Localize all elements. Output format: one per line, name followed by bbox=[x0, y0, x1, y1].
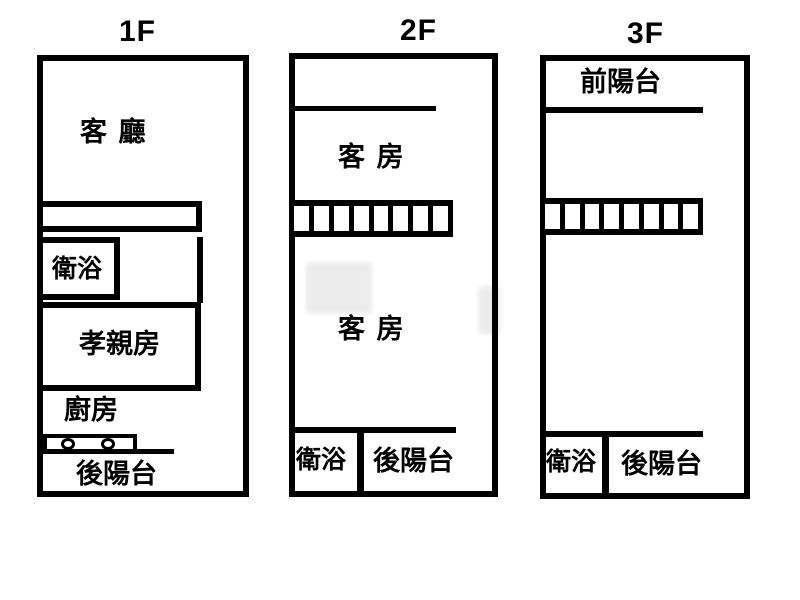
stair-step bbox=[433, 206, 448, 231]
floor-outline-2f bbox=[289, 53, 498, 497]
label-guest-room-back: 客 房 bbox=[338, 314, 406, 344]
stair-step bbox=[663, 204, 679, 229]
label-guest-room-front: 客 房 bbox=[338, 142, 406, 172]
label-living-room: 客 廳 bbox=[80, 117, 148, 147]
bathroom-box-1f bbox=[37, 237, 120, 300]
partition-2f-bottom bbox=[289, 427, 456, 433]
balcony-divider-1f bbox=[43, 449, 174, 454]
label-bathroom-2f: 衛浴 bbox=[296, 446, 347, 474]
stair-step bbox=[353, 206, 369, 231]
watermark-smudge bbox=[306, 262, 372, 314]
stair-step bbox=[545, 204, 560, 229]
stair-step bbox=[683, 204, 698, 229]
label-back-balcony-2f: 後陽台 bbox=[373, 446, 454, 476]
stair-step bbox=[624, 204, 639, 229]
stair-step bbox=[373, 206, 389, 231]
stair-step bbox=[604, 204, 619, 229]
label-front-balcony: 前陽台 bbox=[580, 67, 661, 97]
partition-2f-top bbox=[289, 106, 436, 111]
staircase-3f bbox=[540, 198, 703, 235]
label-back-balcony-1f: 後陽台 bbox=[76, 459, 157, 489]
label-kitchen: 廚房 bbox=[64, 395, 118, 425]
stove-burner-icon bbox=[101, 438, 115, 450]
floor-title-2f: 2F bbox=[400, 14, 438, 47]
stove-burner-icon bbox=[61, 438, 75, 450]
partition-3f-bottom bbox=[540, 431, 703, 437]
watermark-smudge bbox=[478, 286, 500, 334]
floor-title-1f: 1F bbox=[119, 15, 157, 48]
staircase-2f bbox=[289, 200, 453, 237]
label-parents-room: 孝親房 bbox=[79, 329, 160, 359]
stair-step bbox=[333, 206, 349, 231]
stair-step bbox=[393, 206, 409, 231]
label-bathroom-1f: 衛浴 bbox=[52, 255, 103, 283]
stair-step bbox=[294, 206, 309, 231]
floor-outline-3f bbox=[540, 55, 750, 499]
stair-step bbox=[643, 204, 659, 229]
stair-step bbox=[413, 206, 429, 231]
stair-step bbox=[584, 204, 600, 229]
stair-step bbox=[313, 206, 329, 231]
label-bathroom-3f: 衛浴 bbox=[546, 448, 597, 476]
label-back-balcony-3f: 後陽台 bbox=[621, 449, 702, 479]
partition-3f-top bbox=[540, 107, 703, 113]
built-in-cabinet-rect bbox=[37, 201, 202, 232]
bathroom-wall-3f bbox=[602, 431, 609, 499]
stair-step bbox=[564, 204, 580, 229]
floor-title-3f: 3F bbox=[627, 17, 665, 50]
hallway-wall-1f bbox=[197, 237, 203, 303]
parents-room-box bbox=[37, 302, 201, 391]
bathroom-wall-2f bbox=[357, 433, 364, 497]
